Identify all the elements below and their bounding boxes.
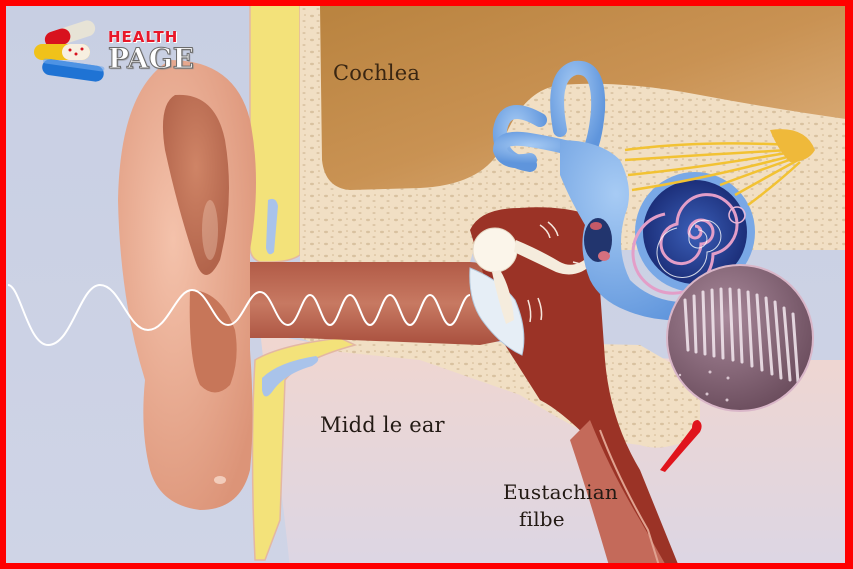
logo-text-page: PAGE (108, 42, 195, 76)
pills-icon (34, 20, 105, 82)
health-page-logo[interactable]: HEALTH PAGE (30, 20, 195, 84)
label-eustachian-line1: Eustachian (503, 480, 618, 504)
label-eustachian-line2: filbe (519, 507, 565, 531)
sound-wave (7, 283, 471, 347)
label-middle-ear: Midd le ear (320, 413, 445, 437)
logo-text-health: HEALTH (108, 28, 179, 46)
label-cochlea: Cochlea (333, 61, 421, 85)
ear-anatomy-diagram: HEALTH PAGE Cochlea Midd le ear Eustachi… (6, 6, 845, 563)
